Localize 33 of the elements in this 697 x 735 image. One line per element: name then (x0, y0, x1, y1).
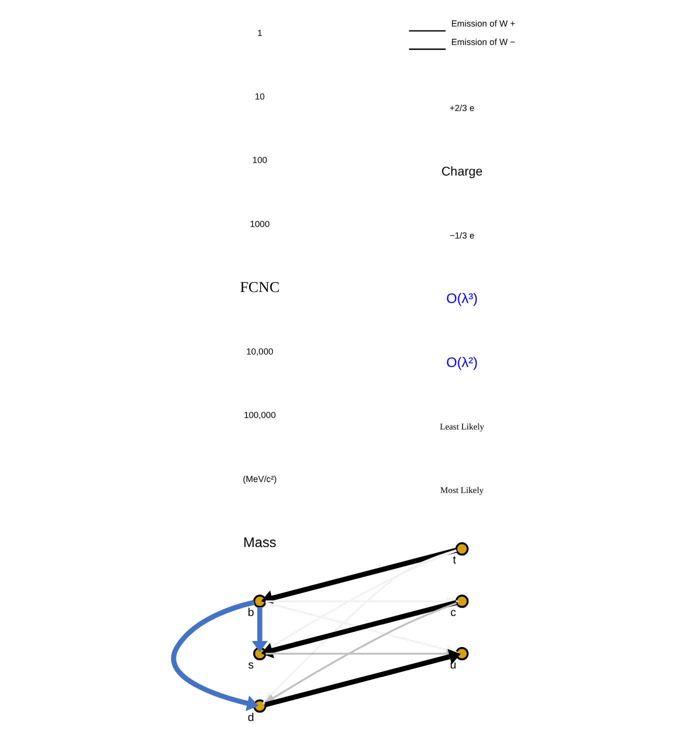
label: 1000 (249, 218, 270, 229)
label: 10 (254, 91, 264, 102)
arrow (251, 607, 268, 652)
label: 100,000 (243, 410, 276, 420)
label: O(λ³) (446, 290, 478, 306)
label: +2/3 e (449, 102, 474, 113)
node-label: s (248, 659, 254, 672)
node-label: c (450, 607, 456, 620)
node-circle (252, 699, 266, 713)
label: FCNC (240, 280, 280, 296)
node-label: t (452, 554, 456, 567)
node-circle (454, 647, 468, 660)
label: (MeV/c²) (242, 474, 276, 484)
node-label: b (247, 607, 254, 620)
node-circle (454, 594, 468, 608)
arrow (260, 548, 457, 606)
legend-label: Emission of W − (450, 36, 515, 47)
label: −1/3 e (449, 230, 474, 240)
label: Most Likely (440, 485, 484, 496)
label: Mass (242, 534, 276, 550)
node-circle (454, 542, 468, 556)
legend-label: Emission of W + (450, 18, 515, 29)
label: 100 (252, 155, 267, 166)
node-label: d (247, 712, 254, 724)
arrow (170, 600, 258, 712)
label: Least Likely (439, 421, 484, 432)
label: O(λ²) (446, 354, 478, 370)
label: Charge (440, 164, 482, 178)
node-circle (252, 594, 266, 608)
node-label: u (450, 659, 456, 672)
node-circle (252, 647, 266, 660)
label: 1 (256, 28, 262, 38)
label: 10,000 (246, 346, 273, 356)
